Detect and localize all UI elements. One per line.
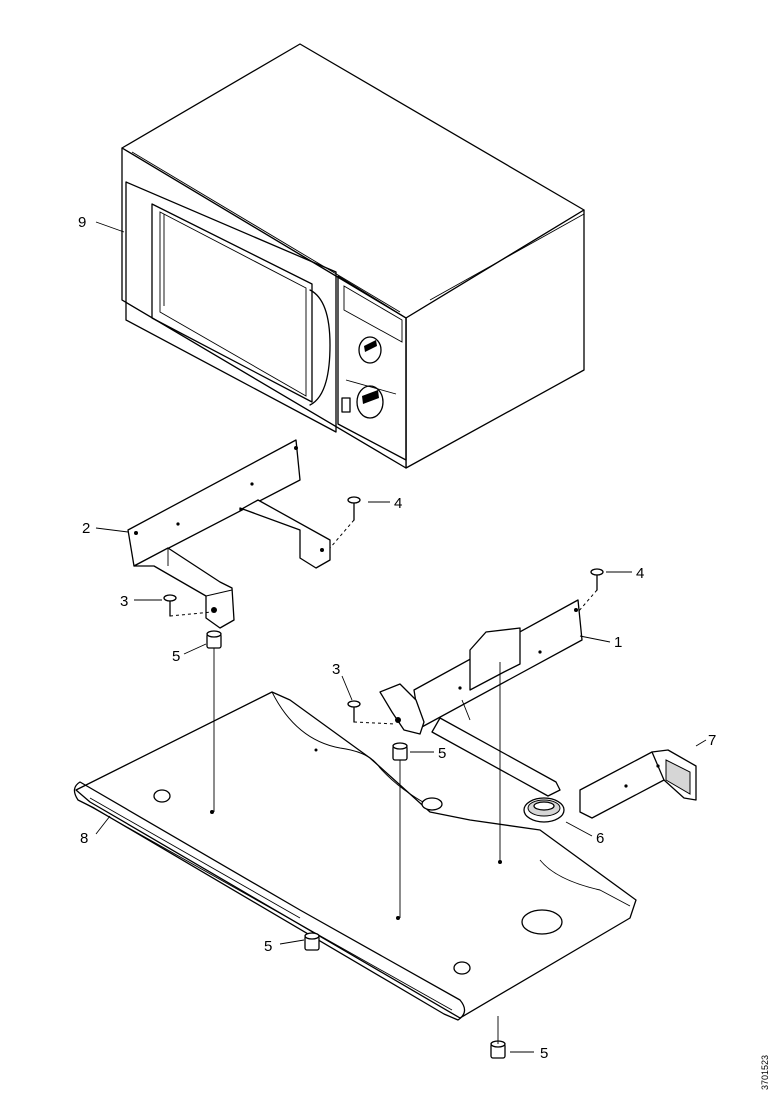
reference-code: 3701523	[760, 1055, 770, 1090]
callout-3-center: 3	[332, 661, 340, 678]
callout-1: 1	[614, 634, 622, 651]
callout-3-left: 3	[120, 593, 128, 610]
foot-part-5-center	[392, 742, 408, 918]
foot-part-5-upper-left	[206, 630, 222, 812]
callout-2: 2	[82, 520, 90, 537]
foot-part-5-lower-left	[304, 932, 320, 951]
callout-8: 8	[80, 830, 88, 847]
callout-5-bottom: 5	[540, 1045, 548, 1062]
callout-6: 6	[596, 830, 604, 847]
foot-part-5-bottom	[490, 1016, 506, 1059]
screw-part-4-right	[577, 568, 604, 613]
screw-part-4-upper	[329, 496, 361, 549]
callout-9: 9	[78, 214, 86, 231]
base-plate	[73, 691, 637, 1021]
bracket-part-7	[579, 749, 697, 819]
callout-5-upper-left: 5	[172, 648, 180, 665]
bracket-left	[127, 439, 331, 629]
screw-part-3-left	[163, 594, 213, 617]
callout-5-lower-left: 5	[264, 938, 272, 955]
callout-4-upper: 4	[394, 495, 402, 512]
callout-7: 7	[708, 732, 716, 749]
leader-lines	[95, 221, 707, 1053]
callout-5-center: 5	[438, 745, 446, 762]
callout-4-right: 4	[636, 565, 644, 582]
bracket-right	[379, 599, 583, 797]
microwave-oven	[121, 43, 585, 469]
screw-part-3-center	[347, 700, 397, 725]
callout-labels: 1 2 3 3 4 4 5 5 5 5 6 7 8 9	[78, 214, 716, 1062]
